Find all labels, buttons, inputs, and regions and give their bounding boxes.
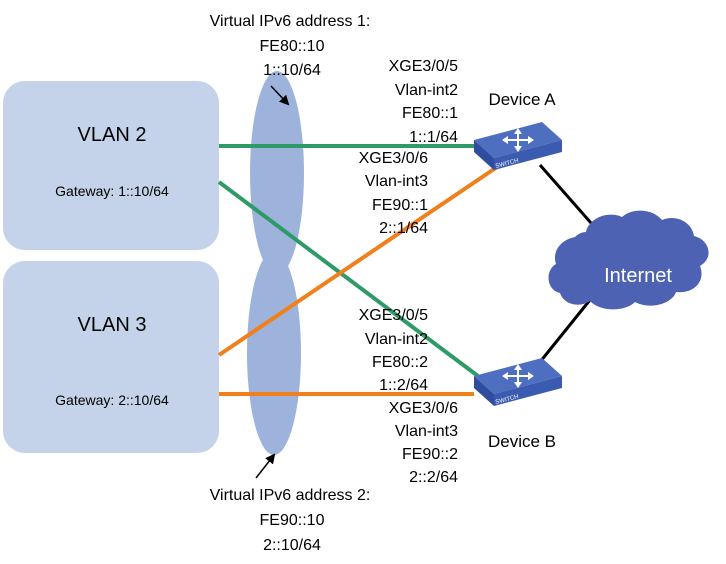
switch-label: SWITCH bbox=[495, 394, 519, 406]
switch-label: SWITCH bbox=[495, 158, 519, 170]
device-b-port1-addr: 1::2/64 bbox=[379, 377, 428, 394]
vip1-global: 1::10/64 bbox=[263, 62, 321, 79]
device-a-port2-addr: 2::1/64 bbox=[379, 220, 428, 237]
cloud-icon bbox=[548, 210, 709, 310]
device-a-port1-addr: 1::1/64 bbox=[409, 129, 458, 146]
vlan2-gateway: Gateway: 1::10/64 bbox=[55, 183, 169, 199]
device-a-switch-icon: SWITCH bbox=[474, 122, 562, 170]
vlan3-box bbox=[3, 261, 219, 453]
vip1-link-local: FE80::10 bbox=[260, 38, 325, 55]
link-vlan2-deviceB bbox=[217, 180, 480, 378]
vip1-arrow bbox=[270, 85, 290, 106]
vip1-title: Virtual IPv6 address 1: bbox=[210, 13, 371, 30]
device-a-name: Device A bbox=[488, 90, 556, 109]
device-b-port1-vlan: Vlan-int2 bbox=[365, 331, 428, 348]
vip2-arrow bbox=[255, 453, 276, 479]
device-a-port2-ll: FE90::1 bbox=[372, 197, 428, 214]
vrrp-group-1-ellipse bbox=[250, 71, 304, 275]
device-a-port2-vlan: Vlan-int3 bbox=[365, 173, 428, 190]
device-b-port2-vlan: Vlan-int3 bbox=[395, 423, 458, 440]
vlan3-gateway: Gateway: 2::10/64 bbox=[55, 392, 169, 408]
vip2-global: 2::10/64 bbox=[263, 537, 321, 554]
link-vlan3-deviceA bbox=[217, 163, 502, 357]
device-a-port1-ll: FE80::1 bbox=[402, 105, 458, 122]
device-b-port1-iface: XGE3/0/5 bbox=[359, 307, 428, 324]
vip2-link-local: FE90::10 bbox=[260, 512, 325, 529]
device-b-name: Device B bbox=[488, 432, 556, 451]
vrrp-group-2-ellipse bbox=[247, 251, 301, 455]
internet-label: Internet bbox=[604, 265, 672, 287]
device-b-port2-ll: FE90::2 bbox=[402, 446, 458, 463]
device-b-switch-icon: SWITCH bbox=[474, 358, 562, 406]
vlan2-box bbox=[3, 81, 219, 250]
vlan2-title: VLAN 2 bbox=[78, 124, 147, 146]
device-b-port2-addr: 2::2/64 bbox=[409, 469, 458, 486]
device-a-port1-iface: XGE3/0/5 bbox=[389, 58, 458, 75]
device-a-port2-iface: XGE3/0/6 bbox=[359, 150, 428, 167]
vlan3-title: VLAN 3 bbox=[78, 314, 147, 336]
device-a-port1-vlan: Vlan-int2 bbox=[395, 82, 458, 99]
device-b-port1-ll: FE80::2 bbox=[372, 354, 428, 371]
device-b-port2-iface: XGE3/0/6 bbox=[389, 400, 458, 417]
vip2-title: Virtual IPv6 address 2: bbox=[210, 487, 371, 504]
